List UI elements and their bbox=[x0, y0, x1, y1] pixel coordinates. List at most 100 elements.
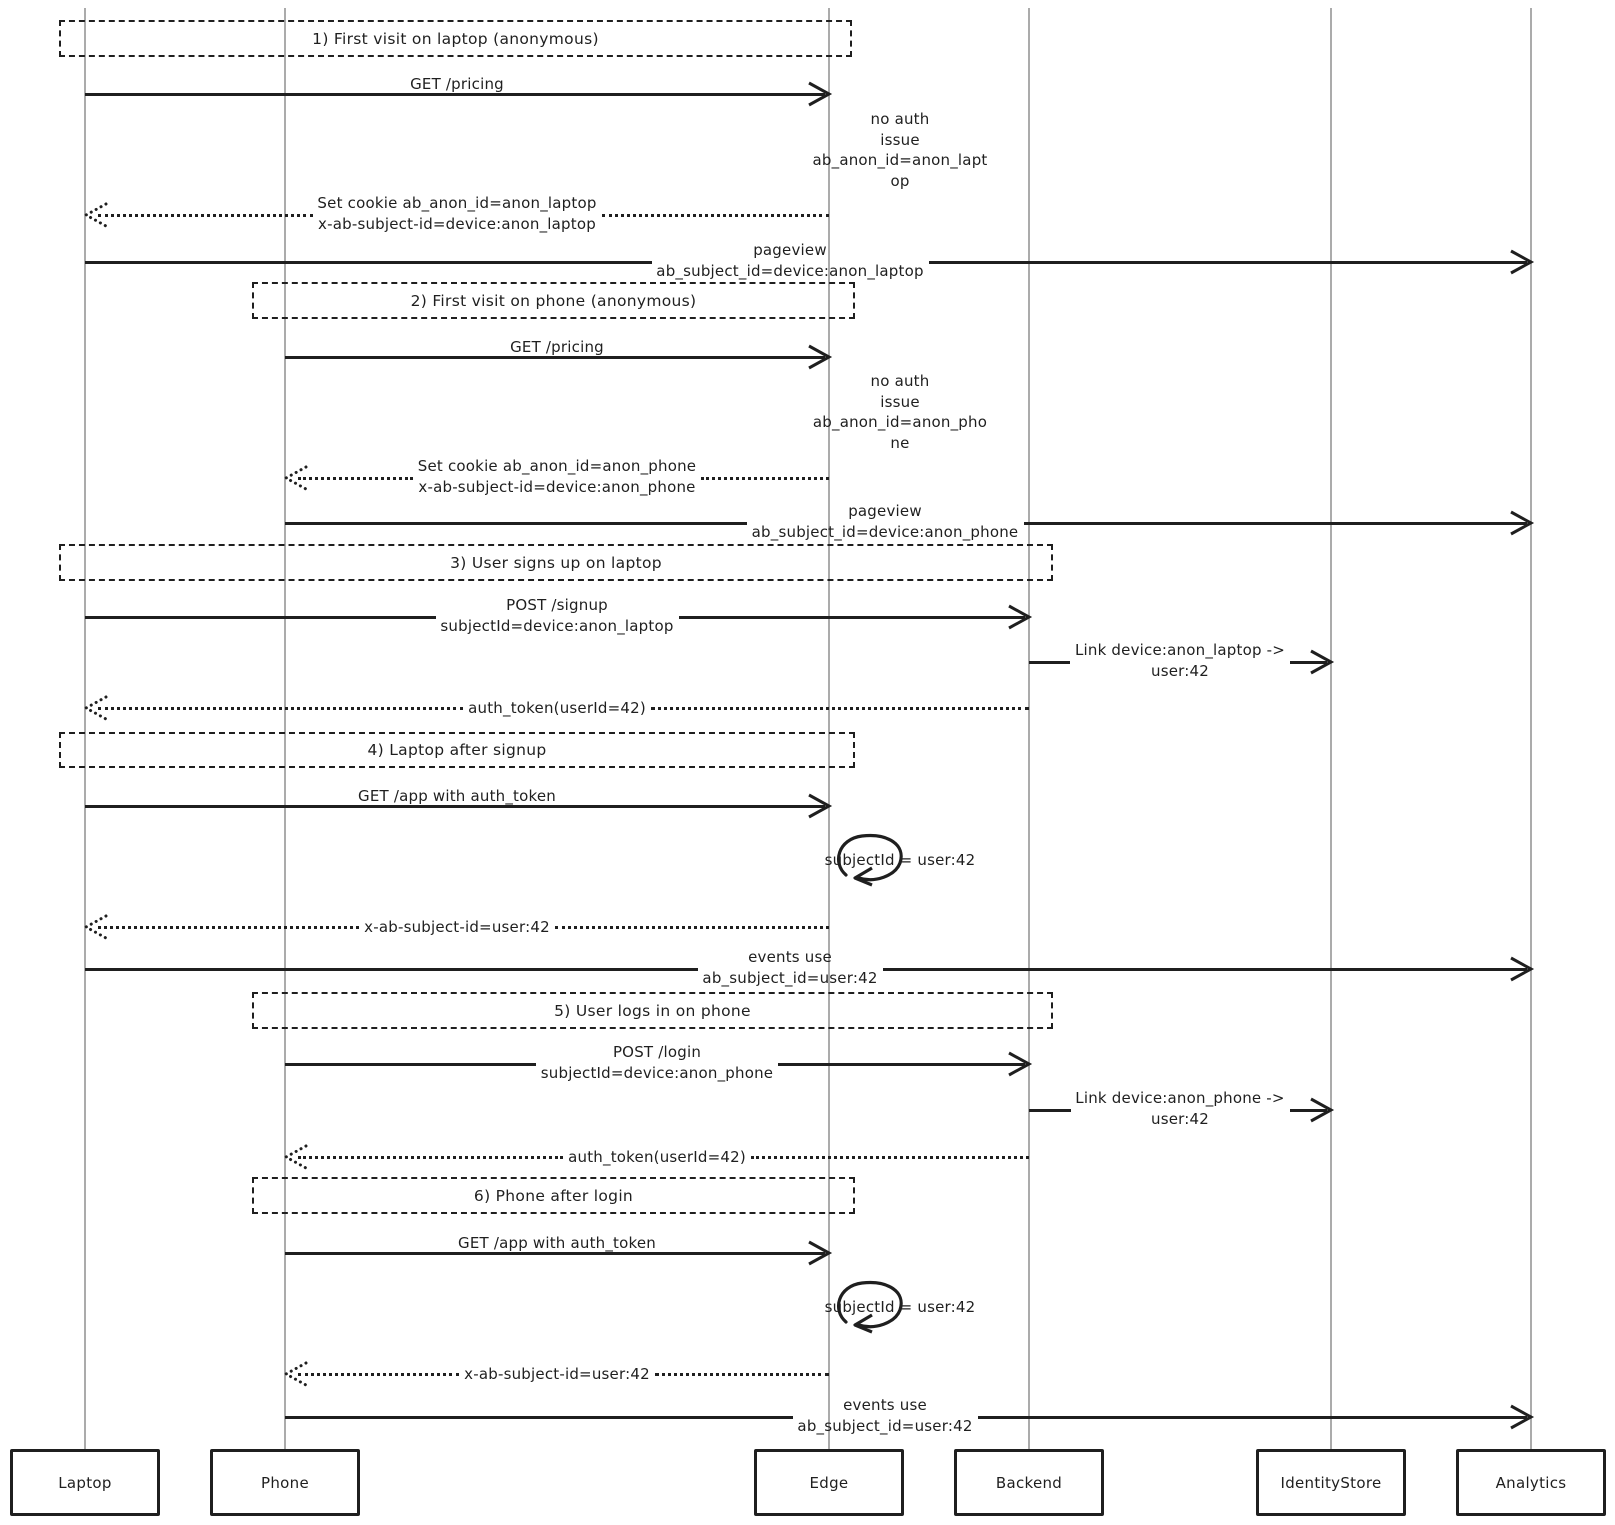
note-line: ab_anon_id=anon_pho bbox=[812, 413, 988, 431]
message-label-line: auth_token(userId=42) bbox=[568, 1147, 746, 1166]
message-label-line: subjectId=device:anon_laptop bbox=[440, 617, 674, 635]
participant-backend: Backend bbox=[954, 1449, 1104, 1516]
self-message-label: subjectId = user:42 bbox=[824, 1298, 976, 1316]
message-label: GET /pricing bbox=[410, 74, 504, 95]
message-line bbox=[655, 1372, 829, 1376]
message-label: pageview ab_subject_id=device:anon_laptop bbox=[656, 240, 923, 282]
message-label-line: events use bbox=[748, 948, 832, 966]
message-line bbox=[555, 925, 829, 929]
message-line bbox=[98, 213, 313, 217]
message-label: Link device:anon_phone -> user:42 bbox=[1075, 1088, 1284, 1130]
frame-label: 3) User signs up on laptop bbox=[450, 553, 662, 572]
message-label-line: x-ab-subject-id=device:anon_laptop bbox=[318, 215, 596, 233]
message-line bbox=[85, 92, 825, 96]
message-line bbox=[1029, 660, 1070, 664]
arrow-head-icon bbox=[1310, 1097, 1335, 1123]
message-label-line: POST /signup bbox=[506, 596, 608, 614]
message-label: auth_token(userId=42) bbox=[568, 1147, 746, 1168]
message-label-line: x-ab-subject-id=user:42 bbox=[364, 917, 550, 936]
message-label-line: pageview bbox=[753, 241, 827, 259]
message-label-line: Link device:anon_laptop -> bbox=[1074, 641, 1286, 659]
message-line bbox=[285, 1251, 825, 1255]
message-label: Link device:anon_laptop -> user:42 bbox=[1075, 640, 1285, 682]
message-label-line: subjectId=device:anon_phone bbox=[540, 1064, 774, 1082]
arrow-head-icon bbox=[82, 202, 108, 228]
self-loop-arrow bbox=[836, 1280, 903, 1334]
message-label-line: auth_token(userId=42) bbox=[468, 698, 646, 717]
message-line bbox=[85, 615, 436, 619]
message-label-line: events use bbox=[843, 1396, 927, 1414]
message-label-line: user:42 bbox=[1150, 662, 1209, 680]
message-line bbox=[1029, 1108, 1071, 1112]
message-label: GET /app with auth_token bbox=[458, 1233, 656, 1254]
arrow-head-icon bbox=[1510, 1404, 1535, 1430]
message-line bbox=[678, 615, 1025, 619]
message-label: auth_token(userId=42) bbox=[468, 698, 646, 719]
frame: 3) User signs up on laptop bbox=[59, 544, 1053, 581]
message-label-line: ab_subject_id=device:anon_laptop bbox=[656, 262, 924, 280]
frame: 5) User logs in on phone bbox=[252, 992, 1053, 1029]
message-label-line: GET /pricing bbox=[510, 338, 604, 356]
message-line bbox=[98, 706, 463, 710]
participant-edge: Edge bbox=[754, 1449, 904, 1516]
message-line bbox=[701, 476, 829, 480]
frame: 2) First visit on phone (anonymous) bbox=[252, 282, 855, 319]
message-line bbox=[298, 1155, 563, 1159]
message-label-line: GET /pricing bbox=[410, 75, 504, 93]
participant-label: Analytics bbox=[1495, 1473, 1567, 1492]
arrow-head-icon bbox=[82, 914, 108, 940]
frame: 6) Phone after login bbox=[252, 1177, 855, 1214]
message-line bbox=[977, 1415, 1527, 1419]
frame-label: 4) Laptop after signup bbox=[367, 741, 547, 759]
lifeline-identity bbox=[1330, 8, 1332, 1449]
message-label: GET /pricing bbox=[510, 337, 604, 358]
message-line bbox=[1289, 1108, 1327, 1112]
message-line bbox=[285, 1415, 793, 1419]
arrow-head-icon bbox=[282, 1361, 308, 1387]
note-line: ne bbox=[890, 433, 910, 452]
note-line: issue bbox=[880, 130, 920, 149]
lifeline-phone bbox=[284, 8, 286, 1449]
message-line bbox=[285, 1062, 536, 1066]
note-line: op bbox=[890, 171, 910, 190]
note-line: no auth bbox=[870, 372, 930, 390]
arrow-head-icon bbox=[1510, 510, 1535, 536]
frame-label: 5) User logs in on phone bbox=[554, 1001, 751, 1020]
message-line bbox=[85, 260, 652, 264]
participant-analytics: Analytics bbox=[1456, 1449, 1606, 1516]
lifeline-analytics bbox=[1530, 8, 1532, 1449]
frame-label: 1) First visit on laptop (anonymous) bbox=[312, 29, 599, 48]
arrow-head-icon bbox=[808, 793, 833, 819]
lifeline-laptop bbox=[84, 8, 86, 1449]
frame-label: 6) Phone after login bbox=[473, 1186, 634, 1205]
arrow-head-icon bbox=[1510, 956, 1535, 982]
arrow-head-icon bbox=[808, 81, 833, 107]
message-line bbox=[298, 1372, 459, 1376]
message-line bbox=[928, 260, 1527, 264]
message-line bbox=[85, 804, 825, 808]
lifeline-edge bbox=[828, 8, 830, 1449]
message-label: x-ab-subject-id=user:42 bbox=[464, 1364, 650, 1385]
message-line bbox=[751, 1155, 1029, 1159]
lifeline-backend bbox=[1028, 8, 1030, 1449]
arrow-head-icon bbox=[1008, 604, 1033, 630]
participant-label: Laptop bbox=[58, 1473, 112, 1492]
message-label-line: Set cookie ab_anon_id=anon_laptop bbox=[317, 194, 597, 212]
message-label-line: Link device:anon_phone -> bbox=[1075, 1089, 1285, 1107]
message-line bbox=[85, 967, 698, 971]
participant-label: IdentityStore bbox=[1280, 1473, 1382, 1492]
message-label-line: GET /app with auth_token bbox=[457, 1234, 657, 1252]
arrow-head-icon bbox=[1310, 649, 1335, 675]
arrow-head-icon bbox=[808, 344, 833, 370]
message-line bbox=[298, 476, 413, 480]
message-label-line: user:42 bbox=[1150, 1110, 1209, 1128]
participant-phone: Phone bbox=[210, 1449, 360, 1516]
